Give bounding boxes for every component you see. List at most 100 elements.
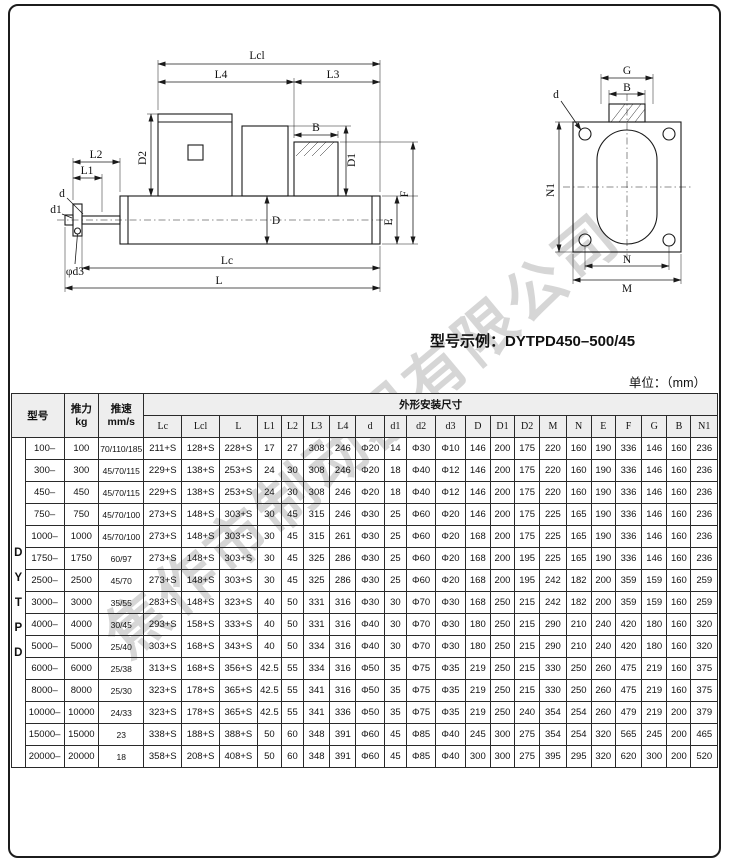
- model-example-value: DYTPD450–500/45: [505, 333, 636, 350]
- cell-dim: 182: [565, 569, 592, 592]
- cell-model: 1000–: [24, 525, 65, 548]
- cell-dim: 42.5: [256, 657, 282, 680]
- cell-force: 1000: [63, 525, 100, 548]
- cell-dim: 30: [256, 569, 282, 592]
- cell-model: 750–: [24, 503, 65, 526]
- cell-dim: 286: [329, 569, 357, 592]
- cell-dim: 253+S: [218, 481, 258, 504]
- cell-model: 15000–: [24, 723, 65, 746]
- cell-dim: 148+S: [181, 525, 220, 548]
- front-view-drawing: G B d N1 N M: [545, 65, 693, 294]
- cell-dim: Φ30: [435, 635, 466, 658]
- cell-dim: 338+S: [143, 723, 183, 746]
- cell-dim: 40: [256, 591, 282, 614]
- model-example-title: 型号示例：DYTPD450–500/45: [430, 330, 635, 351]
- dim-label-d2-dia: D2: [137, 151, 149, 165]
- cell-dim: Φ30: [355, 503, 385, 526]
- cell-dim: 148+S: [181, 503, 220, 526]
- cell-dim: 200: [590, 569, 616, 592]
- cell-dim: 260: [590, 701, 616, 724]
- cell-dim: 200: [666, 723, 692, 746]
- cell-dim: 303+S: [218, 525, 258, 548]
- cell-dim: 330: [539, 657, 567, 680]
- cell-dim: 300: [489, 745, 516, 768]
- cell-dim: 219: [641, 657, 668, 680]
- col-header-dim: N1: [690, 415, 718, 438]
- cell-force: 15000: [63, 723, 100, 746]
- dim-label-lc: Lc: [221, 255, 233, 267]
- cell-dim: 215: [514, 657, 541, 680]
- cell-dim: Φ30: [435, 591, 466, 614]
- dim-label-n: N: [623, 254, 632, 266]
- cell-dim: Φ70: [405, 591, 437, 614]
- cell-dim: 273+S: [143, 569, 183, 592]
- cell-force: 5000: [63, 635, 100, 658]
- cell-dim: 254: [565, 723, 592, 746]
- dim-label-d: d: [59, 188, 65, 200]
- cell-dim: 45: [280, 525, 304, 548]
- cell-dim: Φ60: [355, 723, 385, 746]
- cell-dim: 219: [641, 701, 668, 724]
- cell-dim: 260: [590, 657, 616, 680]
- cell-dim: 45: [383, 745, 407, 768]
- cell-dim: 160: [666, 547, 692, 570]
- cell-dim: Φ20: [435, 547, 466, 570]
- cell-dim: 336: [614, 525, 643, 548]
- cell-dim: 159: [641, 591, 668, 614]
- cell-dim: 236: [690, 547, 718, 570]
- cell-dim: 160: [666, 459, 692, 482]
- cell-dim: 565: [614, 723, 643, 746]
- cell-dim: 30: [280, 481, 304, 504]
- cell-dim: 228+S: [218, 437, 258, 460]
- cell-dim: Φ70: [405, 613, 437, 636]
- cell-dim: 254: [565, 701, 592, 724]
- cell-model: 6000–: [24, 657, 65, 680]
- dimension-lines-front: [556, 75, 682, 283]
- cell-dim: Φ85: [405, 723, 437, 746]
- cell-dim: 290: [539, 613, 567, 636]
- cell-dim: 160: [666, 657, 692, 680]
- cell-dim: 211+S: [143, 437, 183, 460]
- cell-dim: 290: [539, 635, 567, 658]
- cell-dim: 195: [514, 547, 541, 570]
- dim-label-l: L: [215, 275, 222, 287]
- cell-dim: 323+S: [218, 591, 258, 614]
- cell-dim: 240: [514, 701, 541, 724]
- cell-dim: 55: [280, 657, 304, 680]
- cell-dim: 200: [489, 569, 516, 592]
- cell-dim: Φ60: [405, 525, 437, 548]
- cell-dim: 168: [464, 525, 491, 548]
- cell-speed: 25/30: [98, 679, 145, 702]
- cell-dim: 18: [383, 459, 407, 482]
- cell-dim: Φ70: [405, 635, 437, 658]
- col-header-dim: L2: [280, 415, 304, 438]
- cell-dim: 219: [641, 679, 668, 702]
- cell-dim: 242: [539, 591, 567, 614]
- cell-dim: 138+S: [181, 481, 220, 504]
- cell-dim: 225: [539, 547, 567, 570]
- cell-force: 100: [63, 437, 100, 460]
- cell-dim: 325: [302, 547, 331, 570]
- cell-model: 20000–: [24, 745, 65, 768]
- cell-model: 1750–: [24, 547, 65, 570]
- cell-dim: 175: [514, 525, 541, 548]
- cell-dim: 316: [329, 635, 357, 658]
- cell-model: 8000–: [24, 679, 65, 702]
- cell-dim: 313+S: [143, 657, 183, 680]
- cell-dim: 336: [614, 481, 643, 504]
- cell-dim: 182: [565, 591, 592, 614]
- cell-dim: 35: [383, 701, 407, 724]
- cell-dim: 261: [329, 525, 357, 548]
- cell-dim: 168+S: [181, 657, 220, 680]
- cell-dim: 315: [302, 525, 331, 548]
- cell-dim: 30: [256, 525, 282, 548]
- dim-label-d-front: d: [553, 89, 559, 101]
- cell-dim: 308: [302, 437, 331, 460]
- cell-dim: Φ10: [435, 437, 466, 460]
- cell-dim: 160: [666, 437, 692, 460]
- cell-dim: 229+S: [143, 459, 183, 482]
- cell-dim: 236: [690, 525, 718, 548]
